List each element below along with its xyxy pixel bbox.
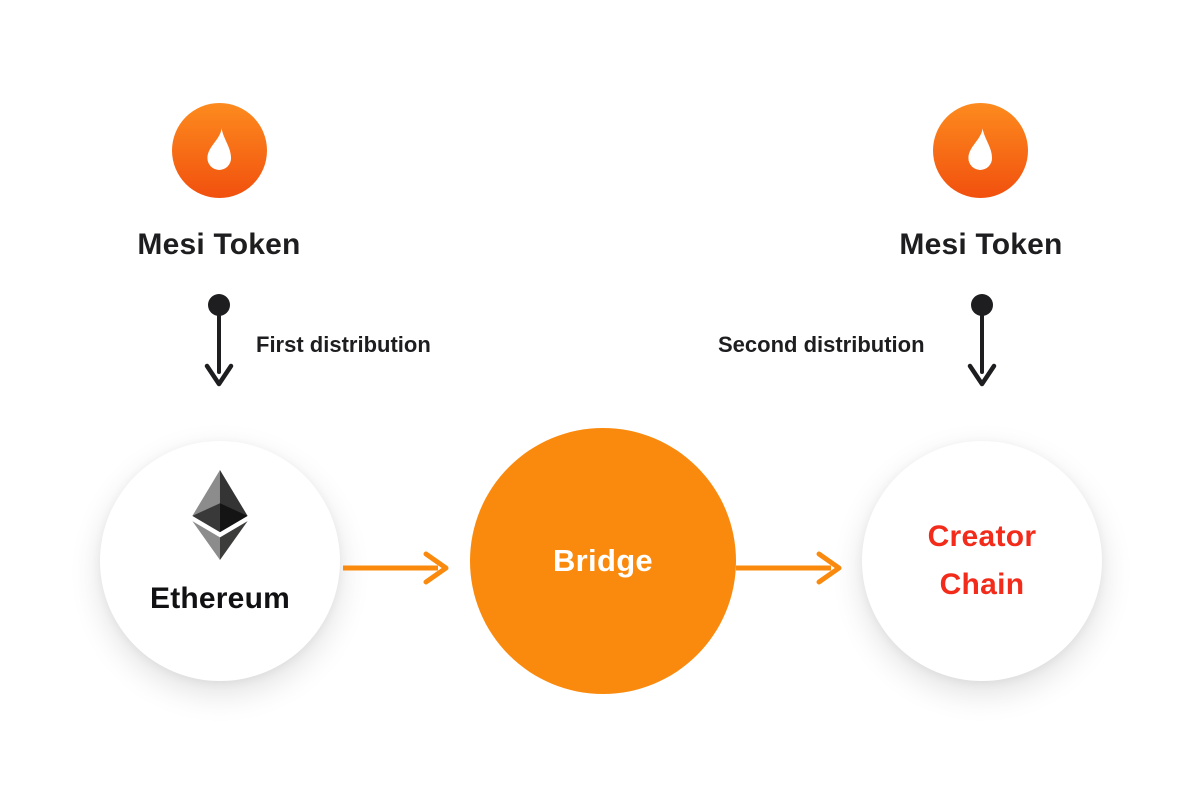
ethereum-icon	[192, 470, 248, 560]
first-distribution-label: First distribution	[256, 332, 431, 357]
down-arrow-icon-right	[962, 294, 1002, 394]
right-arrow-icon-2	[733, 546, 845, 590]
bridge-label: Bridge	[553, 543, 653, 578]
second-distribution-label: Second distribution	[718, 332, 925, 357]
down-arrow-icon-left	[199, 294, 239, 394]
flame-drop-icon	[967, 128, 992, 170]
creator-chain-node: Creator Chain	[862, 441, 1102, 681]
creator-chain-label: Creator Chain	[928, 513, 1037, 609]
mesi-token-icon-right	[933, 103, 1028, 198]
creator-chain-line2: Chain	[939, 568, 1025, 601]
right-arrow-icon-1	[340, 546, 452, 590]
mesi-token-label-right: Mesi Token	[899, 228, 1063, 261]
creator-chain-line1: Creator	[927, 520, 1037, 553]
mesi-token-label-left: Mesi Token	[137, 228, 301, 261]
bridge-node: Bridge	[470, 428, 736, 694]
ethereum-label: Ethereum	[150, 582, 290, 615]
ethereum-node: Ethereum	[100, 441, 340, 681]
mesi-token-icon-left	[172, 103, 267, 198]
flame-drop-icon	[206, 128, 231, 170]
